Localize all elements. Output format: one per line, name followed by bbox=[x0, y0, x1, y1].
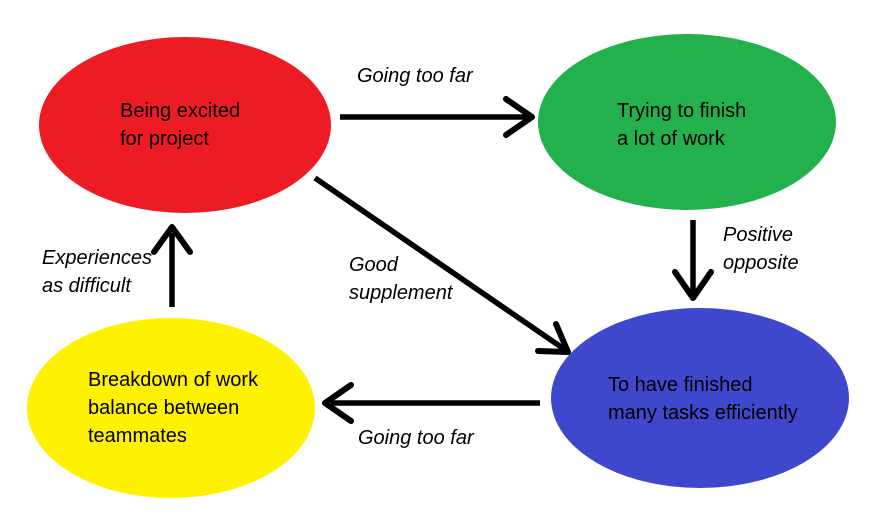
edge-label-going-too-far-bottom: Going too far bbox=[358, 424, 474, 452]
node-label-line: a lot of work bbox=[617, 128, 725, 150]
edge-label-line: as difficult bbox=[42, 275, 131, 297]
node-label-line: Breakdown of work bbox=[88, 369, 259, 391]
node-label-line: balance between bbox=[88, 397, 240, 419]
node-ellipse-being-excited bbox=[39, 37, 331, 213]
edge-label-line: Positive bbox=[723, 224, 794, 246]
arrow-excited-to-finished bbox=[313, 175, 571, 355]
node-label-breakdown-of-work: Breakdown of work balance between teamma… bbox=[88, 366, 258, 450]
node-label-finished-many-tasks: To have finished many tasks efficiently bbox=[608, 371, 798, 427]
edge-label-line: opposite bbox=[723, 252, 799, 274]
node-label-line: teammates bbox=[88, 425, 187, 447]
node-label-line: Being excited bbox=[120, 100, 241, 122]
arrow-excited-to-trying bbox=[340, 96, 535, 138]
node-ellipse-finished-many-tasks bbox=[551, 308, 849, 488]
edge-label-positive-opposite: Positive opposite bbox=[723, 221, 799, 277]
node-label-trying-to-finish: Trying to finish a lot of work bbox=[617, 97, 746, 153]
edge-label-line: supplement bbox=[349, 282, 453, 304]
edge-label-going-too-far-top: Going too far bbox=[357, 62, 473, 90]
edge-label-line: Experiences bbox=[42, 247, 153, 269]
edge-label-experiences-as-difficult: Experiences as difficult bbox=[42, 244, 152, 300]
node-label-line: many tasks efficiently bbox=[608, 402, 798, 424]
arrow-finished-to-breakdown bbox=[322, 382, 540, 424]
edge-label-line: Going too far bbox=[358, 427, 474, 449]
node-ellipse-trying-to-finish bbox=[538, 34, 836, 210]
node-label-line: Trying to finish bbox=[617, 100, 747, 122]
edge-label-good-supplement: Good supplement bbox=[349, 251, 452, 307]
arrow-trying-to-finished bbox=[672, 220, 714, 301]
edge-label-line: Good bbox=[349, 254, 398, 276]
node-label-being-excited: Being excited for project bbox=[120, 97, 240, 153]
node-label-line: for project bbox=[120, 128, 209, 150]
edge-label-line: Going too far bbox=[357, 65, 473, 87]
arrow-breakdown-to-excited bbox=[151, 224, 193, 307]
node-label-line: To have finished bbox=[608, 374, 753, 396]
node-ellipse-breakdown-of-work bbox=[27, 318, 315, 498]
